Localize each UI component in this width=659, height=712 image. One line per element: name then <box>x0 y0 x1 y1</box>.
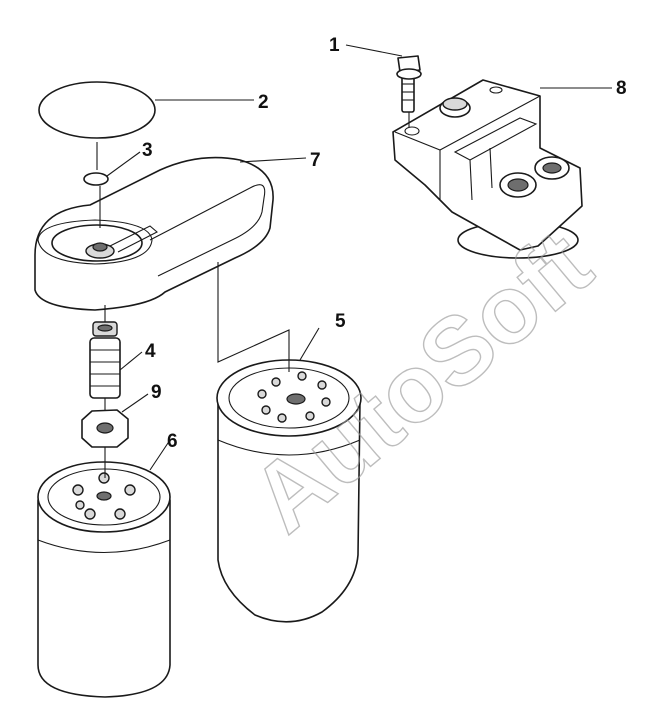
callout-5: 5 <box>335 311 346 332</box>
part-2-cover-disc <box>38 81 156 139</box>
callout-3: 3 <box>142 140 153 161</box>
callout-leaders <box>106 44 612 471</box>
callout-1: 1 <box>329 35 340 56</box>
part-9-hex-nut <box>81 409 129 448</box>
part-3-o-ring <box>83 172 109 186</box>
callout-8: 8 <box>616 78 627 99</box>
callouts: 1 2 3 4 5 6 7 8 9 <box>142 35 627 452</box>
assembly-axis-lines <box>96 112 410 478</box>
part-1-bolt <box>396 55 422 113</box>
part-8-mounting-bracket <box>392 79 583 259</box>
callout-7: 7 <box>310 150 321 171</box>
callout-6: 6 <box>167 431 178 452</box>
callout-2: 2 <box>258 92 269 113</box>
part-7-filter-head <box>34 156 274 311</box>
callout-9: 9 <box>151 382 162 403</box>
part-6-spin-on-filter <box>37 461 171 698</box>
part-4-valve-fitting <box>89 321 121 399</box>
part-5-spin-on-filter <box>216 359 362 623</box>
callout-4: 4 <box>145 341 156 362</box>
